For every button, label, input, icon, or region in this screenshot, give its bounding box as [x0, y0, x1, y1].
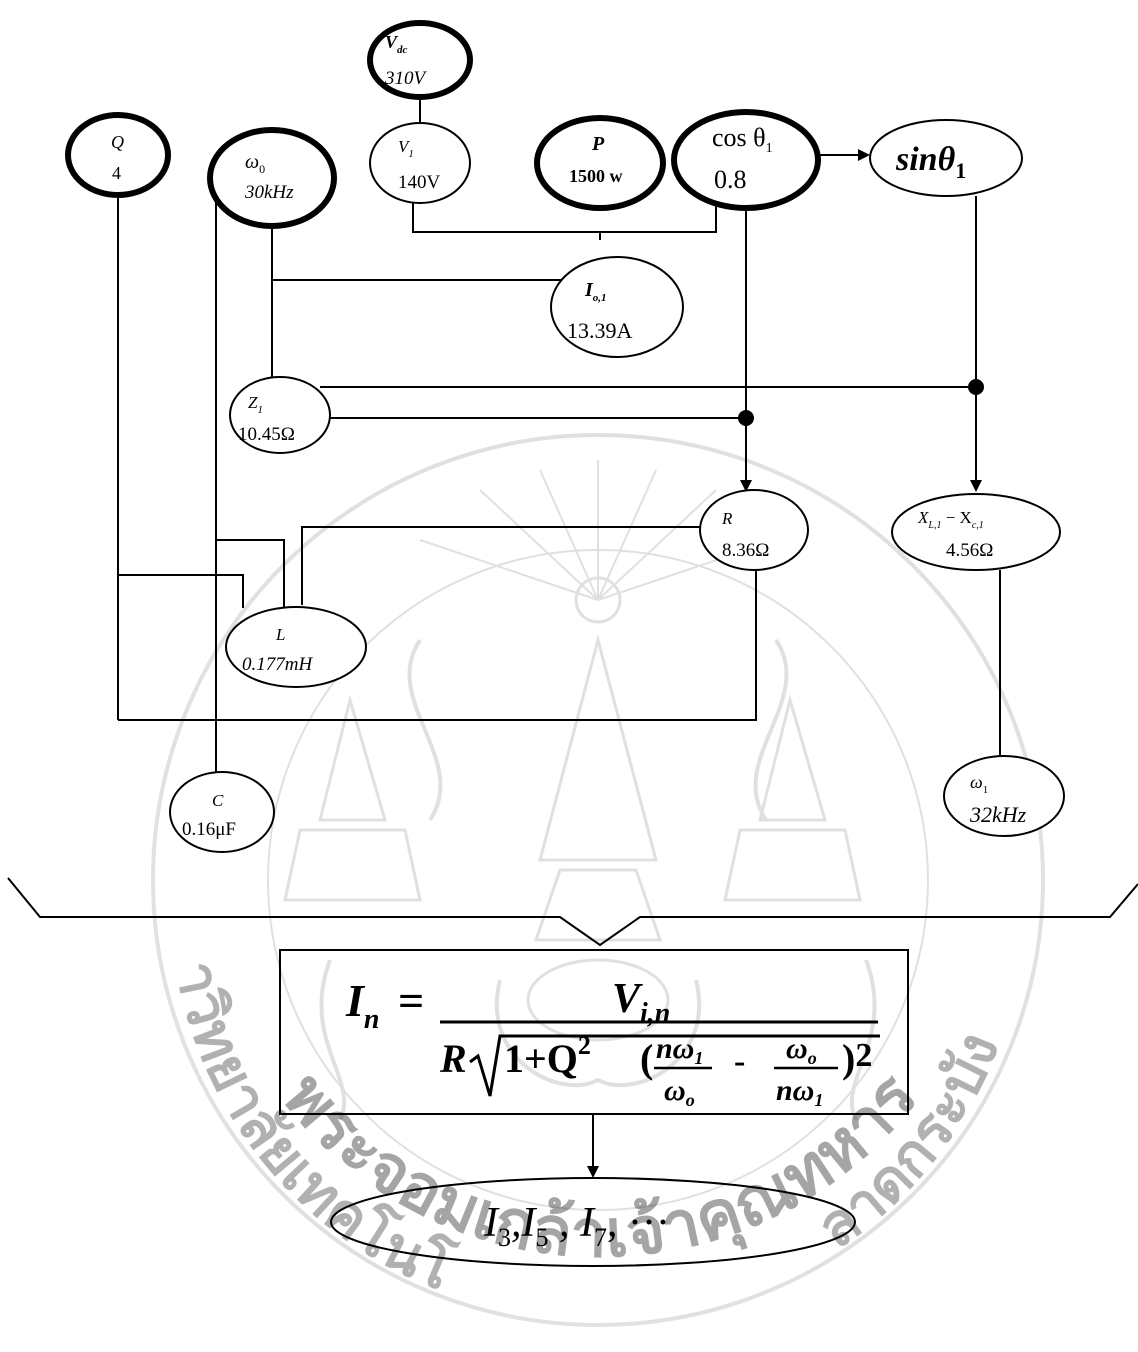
- node-sin-theta: sinθ1: [870, 120, 1022, 196]
- svg-text:4.56Ω: 4.56Ω: [946, 540, 993, 561]
- svg-text:10.45Ω: 10.45Ω: [238, 424, 295, 445]
- svg-text:cos θ1: cos θ1: [712, 123, 773, 156]
- svg-text:I3,I5 , I7, ···: I3,I5 , I7, ···: [483, 1200, 670, 1252]
- svg-text:1500 w: 1500 w: [569, 166, 623, 186]
- node-omega1: ω1 32kHz: [944, 756, 1064, 836]
- svg-text:8.36Ω: 8.36Ω: [722, 540, 769, 561]
- node-l: L 0.177mH: [226, 607, 366, 687]
- node-v1: V1 140V: [370, 123, 470, 203]
- svg-text:4: 4: [112, 163, 121, 183]
- junction-dot: [968, 379, 984, 395]
- svg-text:L: L: [275, 625, 285, 644]
- svg-text:-: -: [734, 1043, 745, 1080]
- node-z1: Z1 10.45Ω: [230, 377, 330, 453]
- svg-text:0.8: 0.8: [714, 165, 747, 194]
- node-q: Q 4: [68, 115, 168, 195]
- svg-text:Q: Q: [111, 132, 124, 152]
- svg-text:1+Q2: 1+Q2: [504, 1031, 591, 1081]
- svg-text:13.39A: 13.39A: [567, 318, 633, 343]
- node-io1: Io,1 13.39A: [551, 257, 683, 357]
- svg-text:ωo: ωo: [664, 1074, 695, 1110]
- svg-text:(: (: [640, 1036, 653, 1081]
- svg-text:0.16μF: 0.16μF: [182, 819, 236, 840]
- svg-text:30kHz: 30kHz: [244, 182, 294, 203]
- node-vdc: Vdc 310V: [370, 23, 470, 97]
- node-cos-theta: cos θ1 0.8: [674, 112, 818, 208]
- junction-dot: [738, 410, 754, 426]
- svg-text:nω1: nω1: [776, 1074, 823, 1110]
- formula-box: In = Vi,n R 1+Q2 ( nω1 ωo - ωo nω1 )2: [280, 950, 908, 1114]
- svg-text:0.177mH: 0.177mH: [242, 654, 313, 675]
- node-reactance: XL,1 − Xc,1 4.56Ω: [892, 494, 1060, 570]
- svg-text:32kHz: 32kHz: [969, 802, 1027, 827]
- svg-text:140V: 140V: [398, 172, 441, 193]
- svg-text:P: P: [591, 133, 605, 155]
- svg-text:R: R: [439, 1036, 467, 1081]
- svg-text:C: C: [212, 791, 224, 810]
- svg-text:310V: 310V: [384, 68, 428, 89]
- node-omega0: ω0 30kHz: [210, 130, 334, 226]
- node-r: R 8.36Ω: [700, 490, 808, 570]
- svg-text:=: =: [398, 975, 424, 1026]
- node-power: P 1500 w: [537, 118, 663, 208]
- collecting-brace: [8, 878, 1138, 945]
- node-c: C 0.16μF: [170, 772, 274, 852]
- svg-text:In: In: [345, 975, 379, 1035]
- svg-text:R: R: [721, 509, 733, 528]
